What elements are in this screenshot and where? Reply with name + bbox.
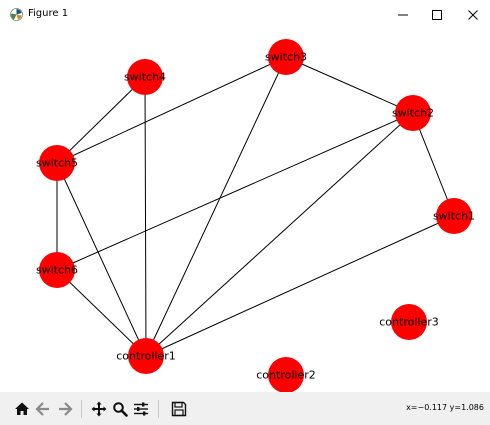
nodes-layer — [39, 39, 472, 392]
node-switch6 — [39, 252, 75, 288]
node-controller2 — [268, 357, 304, 392]
minimize-icon — [398, 14, 408, 16]
labels-layer: switch1 switch2 switch3 switch4 switch5 switc… — [36, 51, 475, 382]
subplots-icon — [134, 402, 148, 416]
forward-icon — [59, 402, 73, 416]
matplotlib-app-icon — [10, 8, 23, 21]
node-label-controller2: controller2 — [256, 369, 315, 382]
node-switch4 — [127, 59, 163, 95]
save-icon — [171, 401, 187, 417]
title-bar: Figure 1 — [0, 0, 490, 30]
edge-switch4-controller1 — [144, 76, 147, 357]
edges-layer — [56, 56, 455, 357]
pan-icon — [91, 401, 107, 417]
zoom-icon — [113, 402, 128, 417]
node-label-switch1: switch1 — [433, 210, 475, 223]
edge-switch3-switch2 — [285, 56, 414, 114]
node-label-controller1: controller1 — [116, 350, 175, 363]
cursor-coordinates: x=−0.117 y=1.086 — [406, 403, 484, 412]
edge-switch4-switch5 — [56, 76, 146, 164]
node-switch2 — [395, 95, 431, 131]
subplots-button[interactable] — [131, 399, 151, 419]
node-label-switch3: switch3 — [265, 51, 307, 64]
forward-button[interactable] — [55, 399, 75, 419]
close-icon — [468, 10, 478, 20]
toolbar-separator — [81, 400, 82, 418]
save-button[interactable] — [169, 399, 189, 419]
home-icon — [15, 402, 29, 415]
edge-switch5-controller1 — [56, 162, 147, 357]
node-controller3 — [391, 304, 427, 340]
edge-switch6-controller1 — [56, 269, 147, 357]
window-title: Figure 1 — [28, 8, 69, 19]
edge-switch2-switch6 — [56, 112, 414, 271]
node-switch5 — [39, 145, 75, 181]
minimize-button[interactable] — [386, 0, 420, 30]
edge-switch2-controller1 — [145, 112, 414, 357]
node-switch1 — [436, 198, 472, 234]
plot-canvas[interactable]: switch1 switch2 switch3 switch4 switch5 switc… — [0, 30, 490, 392]
home-button[interactable] — [12, 399, 32, 419]
maximize-icon — [432, 10, 442, 20]
edge-switch3-switch5 — [56, 56, 287, 164]
pan-button[interactable] — [89, 399, 109, 419]
edge-switch1-controller1 — [145, 215, 455, 357]
edge-switch3-controller1 — [145, 56, 287, 357]
close-button[interactable] — [456, 0, 490, 30]
node-switch3 — [268, 39, 304, 75]
back-button[interactable] — [33, 399, 53, 419]
zoom-button[interactable] — [110, 399, 130, 419]
node-label-controller3: controller3 — [379, 316, 438, 329]
edge-switch2-switch1 — [412, 112, 455, 217]
toolbar-separator — [158, 400, 159, 418]
maximize-button[interactable] — [420, 0, 454, 30]
back-icon — [35, 402, 49, 416]
node-controller1 — [128, 338, 164, 374]
node-label-switch4: switch4 — [124, 71, 166, 84]
navigation-toolbar: x=−0.117 y=1.086 — [0, 392, 490, 425]
network-graph[interactable]: switch1 switch2 switch3 switch4 switch5 switc… — [0, 30, 490, 392]
node-label-switch6: switch6 — [36, 264, 78, 277]
node-label-switch5: switch5 — [36, 157, 78, 170]
node-label-switch2: switch2 — [392, 107, 434, 120]
